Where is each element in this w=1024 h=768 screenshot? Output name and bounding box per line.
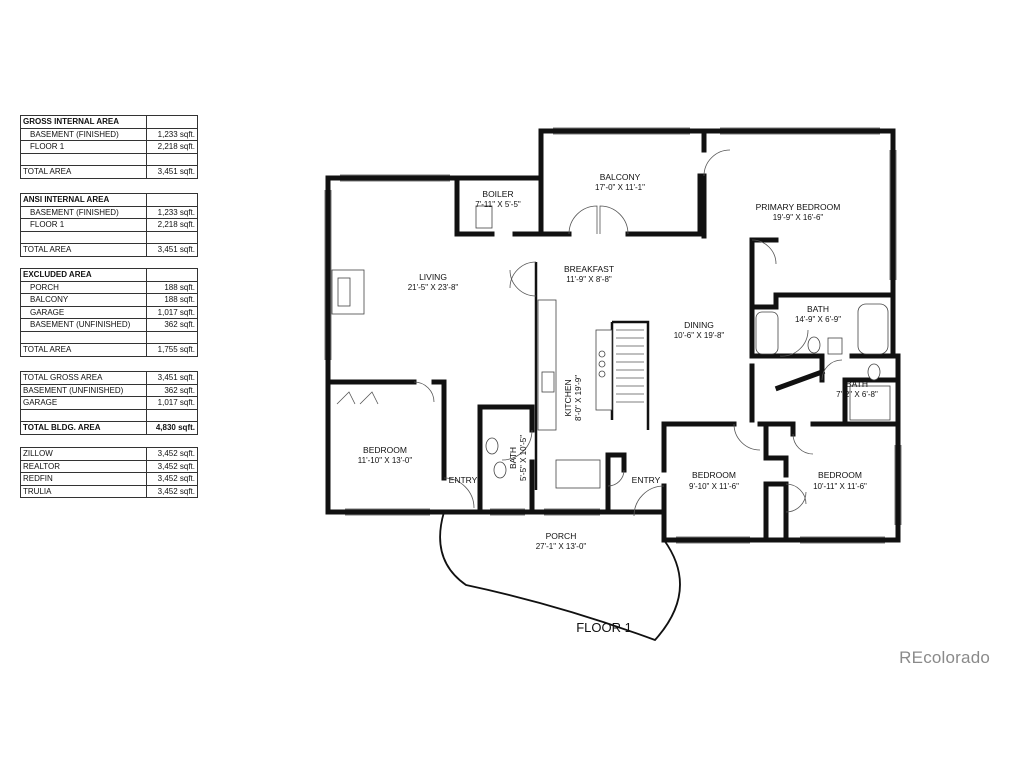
room-bath-primary-name: BATH [807,304,829,314]
room-boiler-name: BOILER [482,189,513,199]
room-breakfast-name: BREAKFAST [564,264,614,274]
room-boiler-dim: 7'-11" X 5'-5" [475,200,521,209]
room-bath-small-name: BATH [508,447,518,469]
room-bath-hall-name: BATH [846,379,868,389]
gross-internal-area-table: GROSS INTERNAL AREA BASEMENT (FINISHED)1… [20,115,198,179]
room-bedroom-left-name: BEDROOM [363,445,407,455]
room-balcony-dim: 17'-0" X 11'-1" [595,183,645,192]
fixtures [331,205,891,489]
table-row: BASEMENT (UNFINISHED)362 sqft. [20,383,198,397]
exterior-walls [325,128,901,543]
room-balcony-name: BALCONY [600,172,641,182]
watermark-logo: REcolorado [899,648,990,667]
table-spacer-row [20,330,198,344]
room-kitchen-name: KITCHEN [563,379,573,416]
room-bath-small-dim: 5'-5" X 10'-5" [519,435,528,481]
room-living-dim: 21'-5" X 23'-8" [408,283,459,292]
table-spacer-row [20,230,198,244]
room-primary-bedroom-dim: 19'-9" X 16'-6" [773,213,824,222]
room-bedroom-mid-dim: 9'-10" X 11'-6" [689,482,739,491]
room-kitchen-dim: 8'-0" X 19'-9" [574,375,583,421]
table-row: BASEMENT (FINISHED)1,233 sqft. [20,127,198,141]
room-entry-right-name: ENTRY [632,475,661,485]
room-porch-name: PORCH [546,531,577,541]
room-labels: BOILER 7'-11" X 5'-5" BALCONY 17'-0" X 1… [358,172,878,551]
room-primary-bedroom-name: PRIMARY BEDROOM [756,202,841,212]
room-bedroom-right-dim: 10'-11" X 11'-6" [813,482,867,491]
room-breakfast-dim: 11'-9" X 8'-8" [566,275,612,284]
porch-outline [439,511,681,642]
room-living-name: LIVING [419,272,447,282]
room-bath-primary-dim: 14'-9" X 6'-9" [795,315,841,324]
doors [336,149,843,517]
room-bedroom-mid-name: BEDROOM [692,470,736,480]
room-bedroom-left-dim: 11'-10" X 13'-0" [358,456,413,465]
table-spacer-row [20,408,198,422]
room-entry-left-name: ENTRY [449,475,478,485]
room-bath-hall-dim: 7'-2" X 6'-8" [836,390,878,399]
room-dining-name: DINING [684,320,714,330]
table-spacer-row [20,152,198,166]
room-bedroom-right-name: BEDROOM [818,470,862,480]
room-dining-dim: 10'-6" X 19'-8" [674,331,725,340]
windows [324,127,902,544]
room-porch-dim: 27'-1" X 13'-0" [536,542,587,551]
floor-label: FLOOR 1 [576,620,632,635]
ansi-internal-area-table: ANSI INTERNAL AREA BASEMENT (FINISHED)1,… [20,193,198,257]
